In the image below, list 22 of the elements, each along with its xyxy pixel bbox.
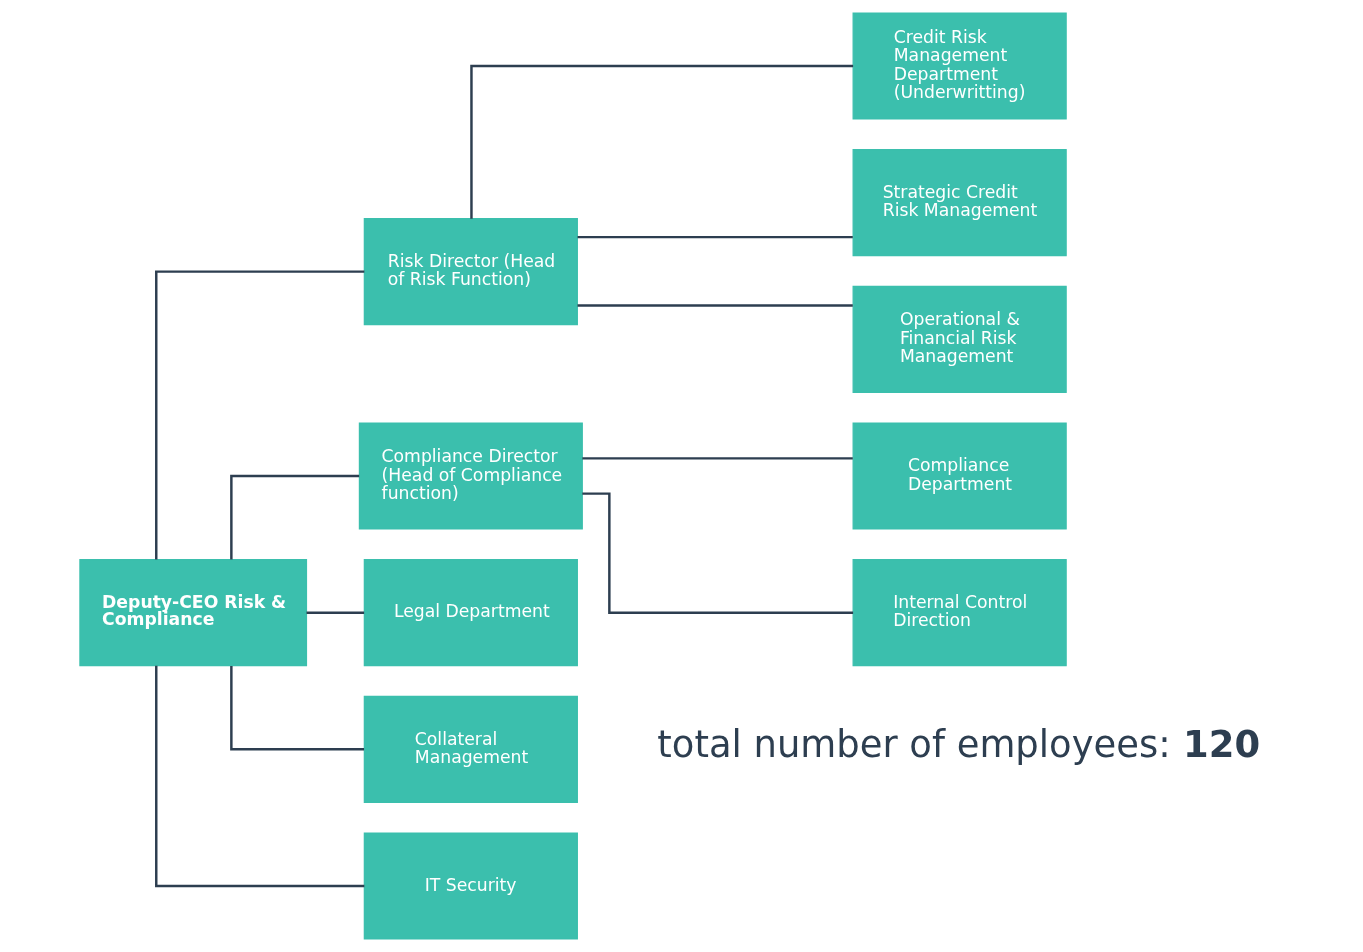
node-box: Risk Director (Head of Risk Function) [363,218,578,326]
connector [577,235,853,239]
node-box: Deputy-CEO Risk & Compliance [78,559,307,667]
node-box: Strategic Credit Risk Management [852,149,1067,257]
connector [581,457,853,460]
node-box: Internal Control Direction [852,559,1067,667]
node-box: Legal Department [363,559,578,667]
connector [154,665,364,888]
label: total number of employees: 120 [656,723,1260,767]
connector [229,474,359,560]
node-box: Compliance Department [852,422,1067,530]
connector [306,611,364,614]
connector [154,270,364,560]
connector [581,492,853,614]
node-box: IT Security [363,832,578,940]
node-box: Operational & Financial Risk Management [852,285,1067,393]
connector [469,64,853,219]
connector [577,304,853,307]
node-box: Credit Risk Management Department (Underwritting) [852,12,1067,120]
node-box: Compliance Director (Head of Compliance function) [358,422,583,530]
connector [229,665,364,751]
node-box: Collateral Management [363,695,578,803]
